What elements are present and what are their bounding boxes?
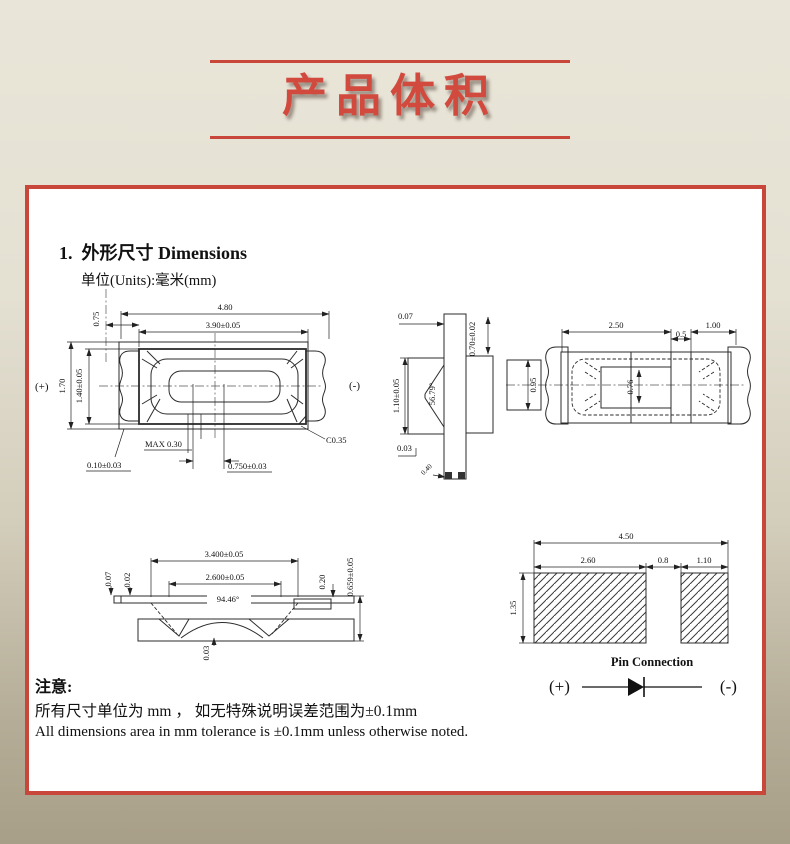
dim-gap: 0.8 [658,555,669,565]
cathode-label: (-) [349,380,360,392]
page-title: 产品体积 [281,70,498,121]
dim-standoff: 0.03 [201,646,211,661]
pad-layout-drawing: 4.50 2.60 0.8 1.10 1.35 [508,531,729,644]
dim-overall-height: 1.70 [57,379,67,394]
dim-wall-angle: 56.79° [427,383,437,406]
bottom-view-drawing: 2.50 0.5 1.00 0.95 0.76 [506,320,751,425]
dim-foot-side: 0.40 [419,462,434,477]
dim-bottom-gap: 0.03 [397,443,412,453]
section-view-drawing: 3.400±0.05 2.600±0.05 94.46° 0.07 0.02 0… [103,549,364,661]
section-heading: 1. 外形尺寸 Dimensions [59,243,248,263]
dim-window-width: 3.90±0.05 [206,320,240,330]
dim-pad-height: 1.35 [508,601,518,616]
notes-line-cn: 所有尺寸单位为 mm ， 如无特殊说明误差范围为±0.1mm [35,703,418,720]
notes-block: 注意: 所有尺寸单位为 mm ， 如无特殊说明误差范围为±0.1mm All d… [35,673,468,741]
dim-inner-width: 2.600±0.05 [206,572,245,582]
dim-window-height: 1.40±0.05 [74,369,84,403]
notes-line-en: All dimensions area in mm tolerance is ±… [35,724,469,740]
title-top-rule [210,60,570,63]
front-view-drawing: 4.80 3.90±0.05 0.75 1.70 1.40±0.05 MAX 0… [35,289,360,473]
units-label: 单位(Units):毫米(mm) [81,273,217,289]
pin-connection-title: Pin Connection [610,655,694,669]
dim-total-width: 4.50 [619,531,634,541]
dim-center-offset: 0.750±0.03 [228,461,267,471]
pin-anode-label: (+) [549,677,570,696]
pin-connection-block: Pin Connection (+) (-) [529,655,774,700]
dim-step-b: 0.02 [122,573,132,588]
diode-icon [581,677,702,697]
notes-title: 注意: [35,679,73,696]
dim-overall-width: 4.80 [218,302,233,312]
side-view-drawing: 0.07 1.10±0.05 56.79° 0.70±0.02 0.03 0.4… [391,311,494,480]
dim-window-height: 0.76 [625,380,635,395]
dim-foot: 0.10±0.03 [87,460,121,470]
anode-label: (+) [35,381,49,393]
dim-anode-offset: 0.75 [91,312,101,327]
title-bottom-rule [210,136,570,139]
dim-right-width: 1.00 [706,320,721,330]
dim-top-gap: 0.07 [398,311,413,321]
dim-depth-max: MAX 0.30 [145,439,182,449]
dim-height: 1.10±0.05 [391,379,401,413]
dim-step-right: 0.20 [317,575,327,590]
dimensions-sheet: 1. 外形尺寸 Dimensions 单位(Units):毫米(mm) 4. [25,185,766,795]
dim-left-pad: 2.60 [581,555,596,565]
dim-lead-height: 0.95 [528,378,538,393]
dim-step-a: 0.07 [103,572,113,587]
dim-chamfer: C0.35 [326,435,347,445]
dim-thickness: 0.70±0.02 [467,322,477,356]
dim-outer-width: 3.400±0.05 [205,549,244,559]
dim-dome-angle: 94.46° [217,594,240,604]
dim-left-width: 2.50 [609,320,624,330]
dim-gap: 0.5 [676,329,687,339]
pin-cathode-label: (-) [719,677,737,696]
dim-right-pad: 1.10 [697,555,712,565]
dim-height: 0.659±0.05 [345,558,355,597]
